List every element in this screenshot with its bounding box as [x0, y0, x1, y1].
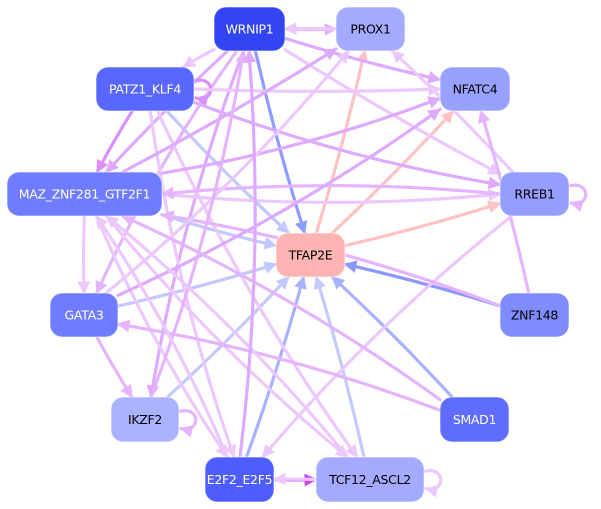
edge-tcf12-ascl2-to-tcf12-ascl2	[422, 469, 443, 498]
node-wrnip1[interactable]: WRNIP1	[213, 6, 286, 52]
node-tcf12-ascl2[interactable]: TCF12_ASCL2	[315, 456, 425, 503]
edge-rreb1-to-rreb1	[567, 183, 588, 212]
edge-smad1-to-gata3	[116, 319, 442, 412]
edge-e2f2-e2f5-to-wrnip1	[238, 49, 257, 459]
node-nfatc4[interactable]: NFATC4	[439, 66, 511, 112]
edge-tfap2e-to-prox1	[314, 49, 369, 235]
node-rreb1[interactable]: RREB1	[499, 171, 570, 217]
edge-patz1-klf4-to-maz-znf281-gtf2f1	[95, 109, 134, 174]
edge-gata3-to-ikzf2	[95, 335, 134, 399]
node-smad1[interactable]: SMAD1	[439, 396, 510, 443]
edge-patz1-klf4-to-tfap2e	[165, 109, 291, 235]
node-maz-znf281-gtf2f1[interactable]: MAZ_ZNF281_GTF2F1	[6, 171, 163, 217]
edge-maz-znf281-gtf2f1-to-e2f2-e2f5	[94, 214, 229, 459]
edge-wrnip1-to-tfap2e	[253, 49, 308, 235]
node-label: GATA3	[65, 308, 104, 323]
node-label: WRNIP1	[226, 22, 274, 37]
node-box[interactable]	[95, 66, 195, 112]
edge-gata3-to-prox1	[104, 49, 351, 295]
node-label: IKZF2	[128, 412, 162, 427]
edge-maz-znf281-gtf2f1-to-prox1	[121, 47, 338, 174]
node-box[interactable]	[439, 66, 511, 112]
node-patz1-klf4[interactable]: PATZ1_KLF4	[95, 66, 195, 112]
node-label: TCF12_ASCL2	[328, 472, 411, 487]
node-box[interactable]	[439, 396, 510, 443]
edge-tcf12-ascl2-to-tfap2e	[313, 275, 366, 459]
node-box[interactable]	[49, 292, 119, 338]
node-prox1[interactable]: PROX1	[335, 6, 406, 52]
edge-maz-znf281-gtf2f1-to-gata3	[77, 214, 91, 295]
edge-maz-znf281-gtf2f1-to-nfatc4	[160, 96, 442, 175]
node-label: RREB1	[514, 187, 554, 202]
node-label: ZNF148	[511, 308, 559, 323]
edge-ikzf2-to-ikzf2	[177, 409, 198, 438]
node-box[interactable]	[213, 6, 286, 52]
edge-ikzf2-to-wrnip1	[149, 49, 249, 399]
edge-maz-znf281-gtf2f1-to-rreb1	[160, 188, 502, 205]
node-znf148[interactable]: ZNF148	[499, 292, 570, 338]
edge-patz1-klf4-to-nfatc4	[192, 83, 442, 96]
edge-prox1-to-wrnip1	[283, 22, 338, 35]
node-label: PATZ1_KLF4	[109, 82, 181, 97]
edge-rreb1-to-maz-znf281-gtf2f1	[160, 183, 502, 200]
node-e2f2-e2f5[interactable]: E2F2_E2F5	[204, 456, 275, 503]
edge-gata3-to-nfatc4	[116, 107, 442, 297]
node-box[interactable]	[110, 396, 180, 443]
node-gata3[interactable]: GATA3	[49, 292, 119, 338]
node-label: NFATC4	[453, 82, 498, 97]
edge-tfap2e-to-nfatc4	[330, 109, 455, 235]
edge-rreb1-to-e2f2-e2f5	[261, 214, 514, 459]
node-box[interactable]	[335, 6, 406, 52]
edge-patz1-klf4-to-tcf12-ascl2	[156, 109, 359, 459]
edge-tcf12-ascl2-to-maz-znf281-gtf2f1	[104, 214, 350, 459]
node-tfap2e[interactable]: TFAP2E	[275, 232, 346, 278]
edge-e2f2-e2f5-to-tfap2e	[245, 275, 307, 459]
node-ikzf2[interactable]: IKZF2	[110, 396, 180, 443]
node-label: E2F2_E2F5	[207, 472, 273, 487]
node-box[interactable]	[204, 456, 275, 503]
edges-layer	[77, 22, 588, 498]
edge-tfap2e-to-rreb1	[343, 200, 502, 248]
node-label: PROX1	[350, 22, 390, 37]
node-label: TFAP2E	[288, 248, 333, 263]
edge-wrnip1-to-nfatc4	[283, 36, 442, 84]
node-box[interactable]	[499, 292, 570, 338]
node-box[interactable]	[499, 171, 570, 217]
node-label: MAZ_ZNF281_GTF2F1	[19, 187, 150, 202]
node-box[interactable]	[275, 232, 346, 278]
node-box[interactable]	[6, 171, 163, 217]
edge-patz1-klf4-to-e2f2-e2f5	[148, 109, 237, 459]
node-label: SMAD1	[453, 412, 496, 427]
edge-e2f2-e2f5-to-maz-znf281-gtf2f1	[94, 214, 229, 459]
edge-znf148-to-tfap2e	[343, 260, 502, 308]
edge-smad1-to-maz-znf281-gtf2f1	[120, 214, 442, 402]
edge-wrnip1-to-patz1-klf4	[181, 47, 216, 69]
edge-smad1-to-tfap2e	[330, 275, 454, 399]
node-box[interactable]	[315, 456, 425, 503]
edge-maz-znf281-gtf2f1-to-tcf12-ascl2	[104, 214, 350, 459]
